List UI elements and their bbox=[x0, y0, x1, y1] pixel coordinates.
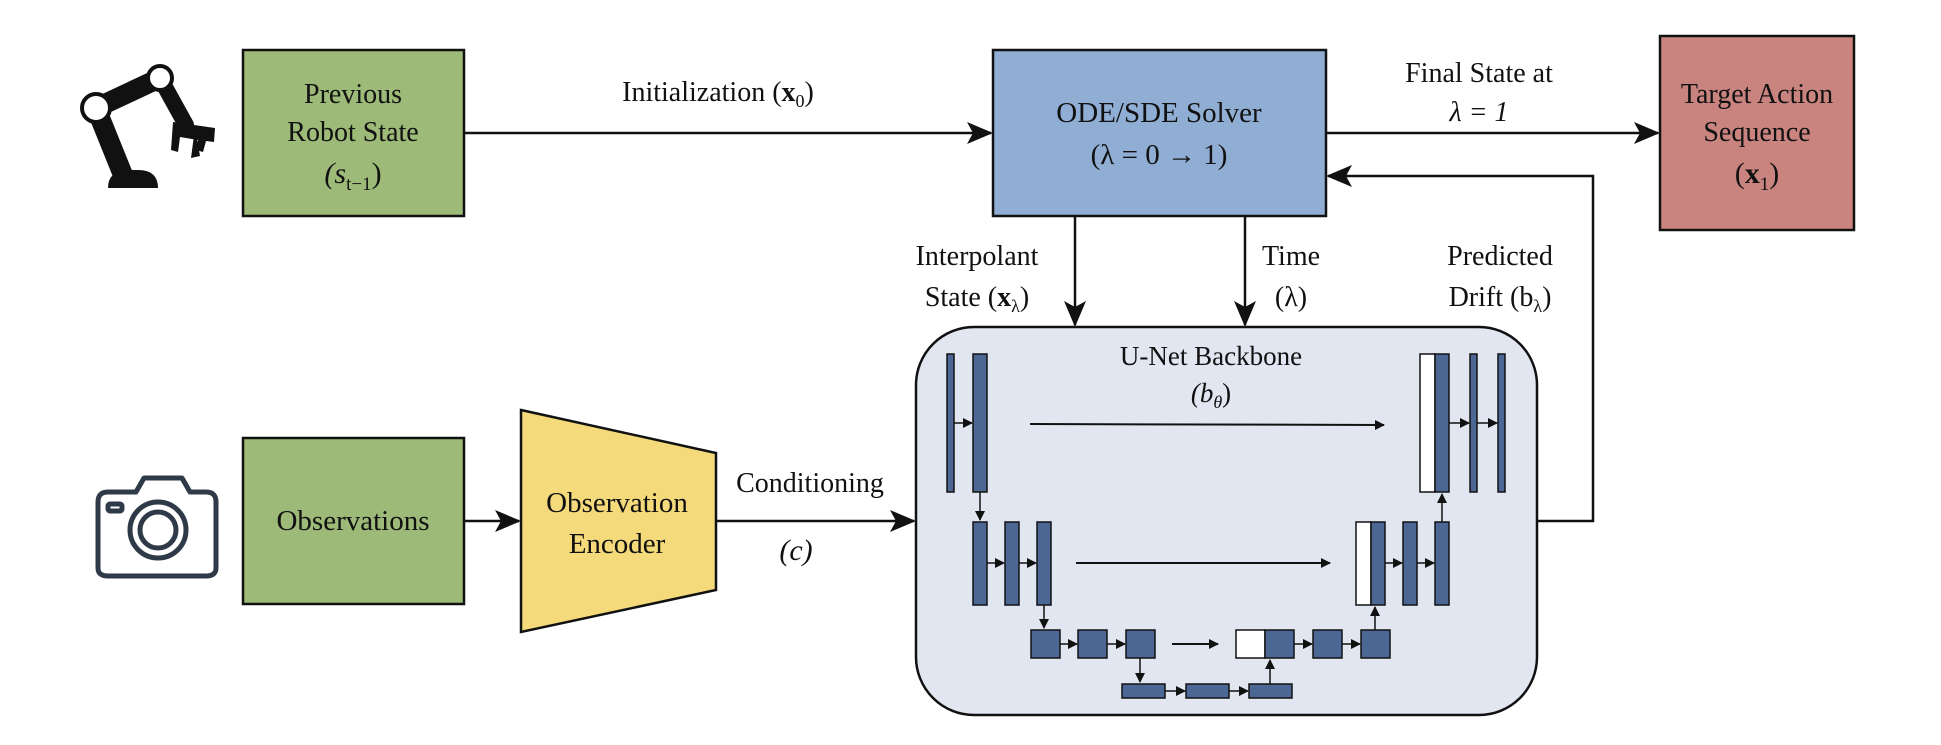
unet-block-l2-dec-concat-white bbox=[1355, 521, 1372, 606]
unet-block-l3-dec-concat-white bbox=[1235, 629, 1266, 659]
previous-robot-state-line1: Previous bbox=[304, 79, 402, 110]
previous-robot-state-rect bbox=[241, 48, 466, 218]
drift-label-line1: Predicted bbox=[1447, 241, 1553, 272]
target-action-rect bbox=[1658, 34, 1856, 232]
interpolant-label-line2: State (xλ) bbox=[925, 282, 1029, 316]
final-state-label-line2: λ = 1 bbox=[1448, 97, 1508, 128]
unet-block-l3-dec-a bbox=[1312, 629, 1343, 659]
previous-robot-state-line2: Robot State bbox=[287, 117, 418, 148]
unet-block-l2-enc-a bbox=[972, 521, 988, 606]
solver-title: ODE/SDE Solver bbox=[1056, 97, 1262, 129]
camera-icon bbox=[95, 475, 219, 579]
unet-block-l2-enc-c bbox=[1036, 521, 1052, 606]
unet-block-l1-dec-b bbox=[1497, 353, 1506, 493]
observations-box: Observations bbox=[241, 436, 466, 606]
conditioning-label-line1: Conditioning bbox=[736, 468, 884, 499]
unet-bottleneck-a bbox=[1121, 683, 1166, 699]
unet-block-l1-enc-b bbox=[972, 353, 988, 493]
unet-block-l3-enc-a bbox=[1030, 629, 1061, 659]
unet-title: U-Net Backbone bbox=[1120, 341, 1302, 371]
unet-block-l3-enc-c bbox=[1125, 629, 1156, 659]
unet-symbol: (bθ) bbox=[1191, 378, 1231, 412]
target-action-box: Target Action Sequence (x1) bbox=[1658, 34, 1856, 232]
solver-rect bbox=[991, 48, 1328, 218]
unet-block-l2-dec-a bbox=[1402, 521, 1418, 606]
unet-block-l2-dec-b bbox=[1434, 521, 1450, 606]
encoder-trapezoid bbox=[519, 408, 718, 634]
conditioning-label-line2: (c) bbox=[779, 534, 812, 567]
solver-box: ODE/SDE Solver (λ = 0 → 1) bbox=[991, 48, 1328, 218]
final-state-label-line1: Final State at bbox=[1405, 58, 1553, 89]
drift-feedback-arrow bbox=[1326, 165, 1595, 523]
observation-encoder: Observation Encoder bbox=[519, 408, 718, 634]
unet-backbone: U-Net Backbone (bθ) bbox=[914, 325, 1539, 717]
encoder-line1: Observation bbox=[546, 487, 688, 519]
time-label-line1: Time bbox=[1262, 241, 1320, 272]
target-action-line1: Target Action bbox=[1681, 79, 1833, 110]
unet-block-l1-dec-concat-blue bbox=[1434, 353, 1450, 493]
unet-block-l1-dec-a bbox=[1469, 353, 1478, 493]
drift-label-line2: Drift (bλ) bbox=[1449, 282, 1552, 316]
unet-block-l3-dec-concat-blue bbox=[1264, 629, 1295, 659]
unet-bottleneck-c bbox=[1248, 683, 1293, 699]
unet-block-l3-enc-b bbox=[1077, 629, 1108, 659]
encoder-line2: Encoder bbox=[569, 528, 666, 560]
solver-range: (λ = 0 → 1) bbox=[1091, 139, 1228, 171]
unet-block-l1-enc-a bbox=[946, 353, 955, 493]
initialization-label: Initialization (x0) bbox=[622, 77, 814, 111]
unet-skip-l1 bbox=[1029, 419, 1385, 430]
previous-robot-state-box: Previous Robot State (st−1) bbox=[241, 48, 466, 218]
unet-block-l1-dec-concat-white bbox=[1419, 353, 1436, 493]
previous-robot-state-symbol: (st−1) bbox=[324, 157, 381, 195]
time-label-line2: (λ) bbox=[1275, 282, 1307, 313]
unet-block-l2-dec-concat-blue bbox=[1370, 521, 1386, 606]
unet-block-l3-dec-b bbox=[1360, 629, 1391, 659]
target-action-symbol: (x1) bbox=[1735, 157, 1780, 195]
target-action-line2: Sequence bbox=[1703, 117, 1810, 148]
unet-bottleneck-b bbox=[1185, 683, 1230, 699]
robot-arm-icon bbox=[80, 64, 215, 188]
interpolant-label-line1: Interpolant bbox=[916, 241, 1039, 272]
observations-label: Observations bbox=[276, 505, 429, 537]
unet-block-l2-enc-b bbox=[1004, 521, 1020, 606]
